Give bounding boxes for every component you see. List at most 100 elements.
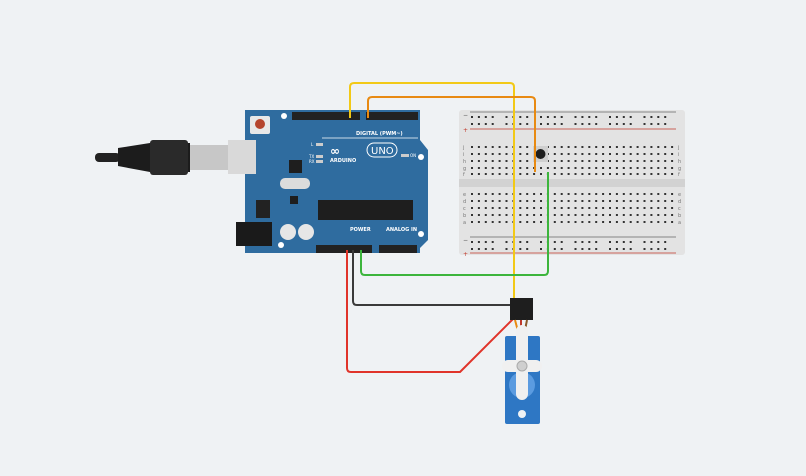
breadboard-hole[interactable] [498,153,501,155]
breadboard-hole[interactable] [588,123,591,125]
wire-yellow-signal[interactable] [349,82,515,302]
breadboard-hole[interactable] [629,207,632,209]
breadboard-hole[interactable] [471,221,473,223]
breadboard-hole[interactable] [540,173,542,175]
breadboard-hole[interactable] [602,193,605,195]
breadboard-hole[interactable] [477,123,480,125]
breadboard-hole[interactable] [664,207,667,209]
breadboard-hole[interactable] [609,200,611,202]
breadboard-hole[interactable] [657,193,660,195]
breadboard-hole[interactable] [622,116,625,118]
breadboard-hole[interactable] [560,214,563,216]
breadboard-hole[interactable] [519,160,522,162]
breadboard-hole[interactable] [615,193,618,195]
breadboard-hole[interactable] [553,207,556,209]
breadboard-hole[interactable] [671,146,674,148]
breadboard-hole[interactable] [546,123,549,125]
breadboard-hole[interactable] [650,207,653,209]
breadboard-hole[interactable] [643,193,646,195]
breadboard-hole[interactable] [609,173,611,175]
breadboard-hole[interactable] [622,207,625,209]
breadboard-hole[interactable] [664,146,667,148]
breadboard-hole[interactable] [671,167,674,169]
breadboard-hole[interactable] [491,207,494,209]
breadboard-hole[interactable] [595,241,598,243]
breadboard-hole[interactable] [560,167,563,169]
breadboard-hole[interactable] [643,146,646,148]
breadboard-hole[interactable] [588,200,591,202]
breadboard-hole[interactable] [540,123,542,125]
breadboard-hole[interactable] [615,200,618,202]
breadboard-hole[interactable] [636,207,639,209]
breadboard-hole[interactable] [540,200,542,202]
breadboard-hole[interactable] [657,200,660,202]
breadboard-hole[interactable] [622,193,625,195]
breadboard-hole[interactable] [484,193,487,195]
breadboard-hole[interactable] [588,193,591,195]
breadboard-hole[interactable] [484,153,487,155]
breadboard-hole[interactable] [588,116,591,118]
breadboard-hole[interactable] [505,116,508,118]
breadboard-hole[interactable] [567,200,570,202]
breadboard-hole[interactable] [553,214,556,216]
breadboard-hole[interactable] [629,248,632,250]
breadboard-hole[interactable] [581,160,584,162]
arduino-uno-board[interactable]: DIGITAL (PWM~) ∞ ARDUINO UNO ON L TX RX … [228,110,428,253]
breadboard-hole[interactable] [615,207,618,209]
breadboard-hole[interactable] [477,146,480,148]
breadboard-hole[interactable] [636,193,639,195]
breadboard-hole[interactable] [636,153,639,155]
breadboard-hole[interactable] [498,146,501,148]
breadboard-hole[interactable] [471,153,473,155]
breadboard-hole[interactable] [519,153,522,155]
breadboard-hole[interactable] [650,146,653,148]
power-header[interactable] [316,245,372,253]
breadboard-hole[interactable] [526,167,529,169]
breadboard-hole[interactable] [519,116,522,118]
breadboard-hole[interactable] [643,248,646,250]
breadboard-hole[interactable] [477,207,480,209]
breadboard-hole[interactable] [526,207,529,209]
breadboard-hole[interactable] [629,123,632,125]
breadboard-hole[interactable] [657,248,660,250]
breadboard-hole[interactable] [643,173,646,175]
breadboard-hole[interactable] [643,167,646,169]
breadboard-hole[interactable] [657,116,660,118]
breadboard-hole[interactable] [533,221,536,223]
breadboard-hole[interactable] [505,193,508,195]
breadboard-hole[interactable] [533,214,536,216]
breadboard-hole[interactable] [567,214,570,216]
breadboard-hole[interactable] [471,123,473,125]
breadboard-hole[interactable] [471,200,473,202]
breadboard-hole[interactable] [671,173,674,175]
breadboard-hole[interactable] [477,221,480,223]
breadboard-hole[interactable] [615,241,618,243]
breadboard-hole[interactable] [540,207,542,209]
breadboard-hole[interactable] [615,221,618,223]
breadboard-hole[interactable] [629,193,632,195]
breadboard-hole[interactable] [581,153,584,155]
power-jack[interactable] [236,222,272,246]
breadboard-hole[interactable] [546,167,549,169]
breadboard-hole[interactable] [574,160,577,162]
breadboard-hole[interactable] [533,200,536,202]
breadboard-hole[interactable] [671,200,674,202]
breadboard-hole[interactable] [567,160,570,162]
micro-servo[interactable] [502,298,542,424]
breadboard-hole[interactable] [615,153,618,155]
breadboard-hole[interactable] [629,221,632,223]
breadboard-hole[interactable] [650,160,653,162]
breadboard-hole[interactable] [560,221,563,223]
breadboard-hole[interactable] [477,160,480,162]
wire-black-ground[interactable] [352,250,512,306]
breadboard-hole[interactable] [505,173,508,175]
breadboard-hole[interactable] [505,167,508,169]
breadboard-hole[interactable] [588,167,591,169]
breadboard-hole[interactable] [581,116,584,118]
breadboard-hole[interactable] [477,241,480,243]
breadboard-hole[interactable] [553,123,556,125]
breadboard-hole[interactable] [574,214,577,216]
digital-header-high[interactable] [292,112,360,120]
breadboard-hole[interactable] [553,248,556,250]
